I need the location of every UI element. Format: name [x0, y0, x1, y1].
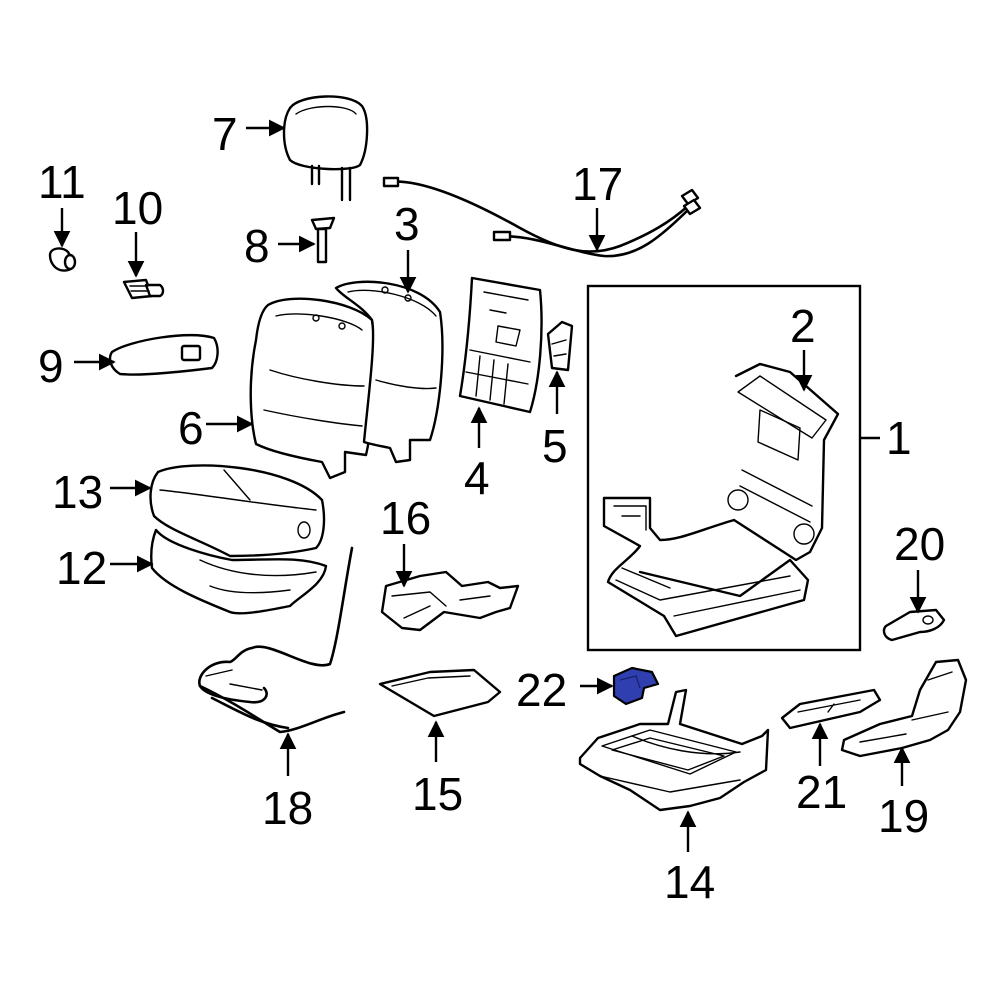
callout-19[interactable]: 19 — [878, 790, 929, 842]
part-3-seatback-pad[interactable] — [334, 280, 444, 464]
part-17-cable[interactable] — [382, 176, 702, 258]
callout-22[interactable]: 22 — [516, 664, 567, 716]
callout-16[interactable]: 16 — [380, 492, 431, 544]
part-19-side-shield[interactable] — [840, 658, 968, 758]
part-16-bracket[interactable] — [380, 570, 520, 632]
part-8-headrest-guide[interactable] — [310, 216, 336, 264]
callout-10[interactable]: 10 — [112, 182, 163, 234]
part-11-clip[interactable] — [48, 247, 77, 272]
callout-2[interactable]: 2 — [790, 300, 816, 352]
callout-8[interactable]: 8 — [244, 220, 270, 272]
callout-13[interactable]: 13 — [52, 466, 103, 518]
callout-14[interactable]: 14 — [664, 856, 715, 908]
part-2-seat-frame[interactable] — [602, 362, 840, 638]
callout-7[interactable]: 7 — [212, 108, 238, 160]
part-6-seatback-cover[interactable] — [249, 297, 377, 480]
callout-9[interactable]: 9 — [38, 340, 64, 392]
callout-21[interactable]: 21 — [796, 766, 847, 818]
callout-15[interactable]: 15 — [412, 768, 463, 820]
callout-11[interactable]: 11 — [38, 156, 86, 208]
part-20-cover[interactable] — [882, 608, 946, 642]
callout-17[interactable]: 17 — [572, 158, 623, 210]
callout-3[interactable]: 3 — [394, 198, 420, 250]
callout-1[interactable]: 1 — [886, 412, 912, 464]
leader-arrows — [53, 119, 927, 852]
part-18-wire-harness[interactable] — [198, 546, 354, 734]
callout-4[interactable]: 4 — [464, 452, 490, 504]
part-7-headrest[interactable] — [282, 95, 369, 202]
callout-20[interactable]: 20 — [894, 518, 945, 570]
part-5-bracket[interactable] — [546, 320, 574, 372]
callout-numbers: 7 11 10 8 3 17 2 1 9 6 4 5 13 12 16 20 2… — [38, 108, 945, 908]
part-1-assembly-box — [586, 284, 880, 652]
callout-6[interactable]: 6 — [178, 402, 204, 454]
part-13-cushion-cover[interactable] — [149, 464, 326, 558]
part-14-cushion-frame[interactable] — [578, 688, 770, 812]
callout-12[interactable]: 12 — [56, 542, 107, 594]
part-15-plate[interactable] — [378, 668, 502, 718]
part-21-trim[interactable] — [780, 688, 882, 730]
callout-5[interactable]: 5 — [542, 420, 568, 472]
part-9-cover[interactable] — [108, 333, 219, 376]
part-22-highlighted[interactable] — [612, 666, 660, 706]
part-10-bolt[interactable] — [122, 278, 165, 300]
callout-18[interactable]: 18 — [262, 782, 313, 834]
part-4-back-panel[interactable] — [458, 276, 543, 414]
